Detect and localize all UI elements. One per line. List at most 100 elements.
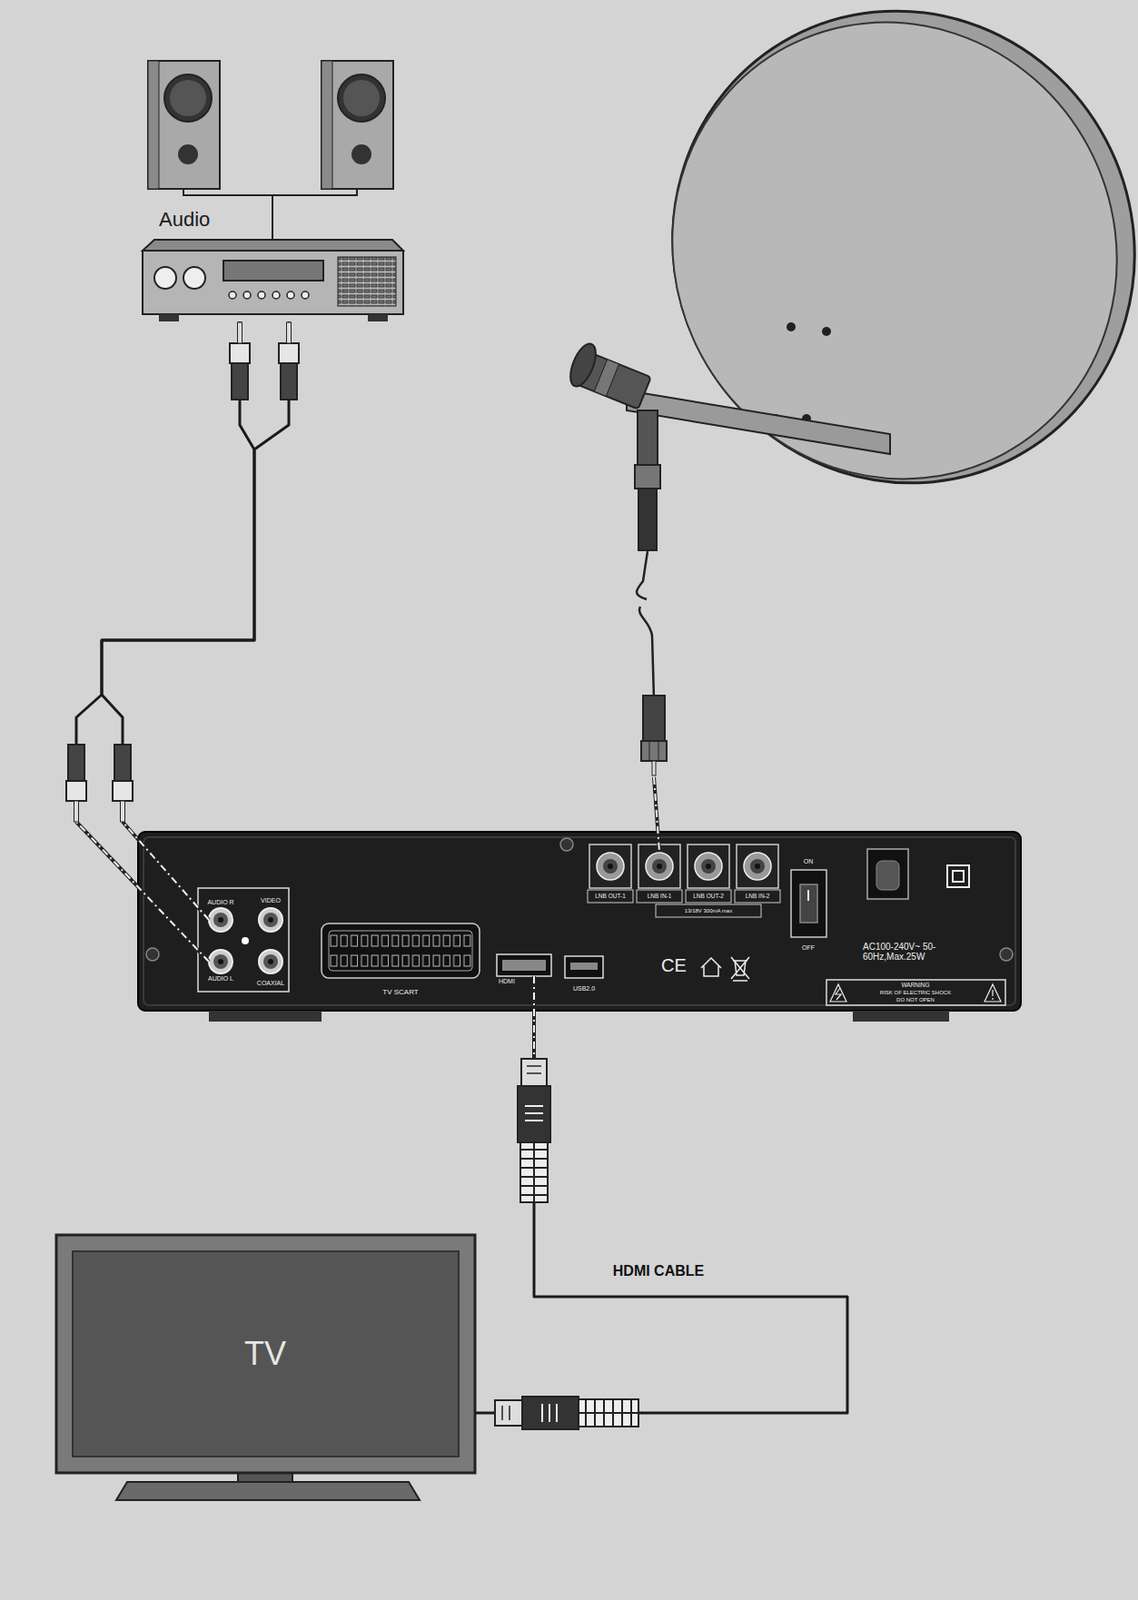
panel-label: VIDEO <box>260 897 281 904</box>
satellite-dish-part <box>592 0 1138 558</box>
receiver-body-part <box>867 849 909 900</box>
receiver-body-part <box>146 838 1013 961</box>
plug-guide-underlay <box>532 976 536 1059</box>
amplifier-part-part <box>243 291 251 299</box>
receiver-body-part <box>564 956 604 979</box>
panel-label: LNB OUT-1 <box>594 893 626 901</box>
satellite-dish-part-part <box>821 326 832 337</box>
speakers-part <box>321 60 333 189</box>
rca-jacks-part <box>263 954 278 970</box>
lnb-ports-part <box>694 852 723 881</box>
lnb-ports <box>587 844 781 918</box>
hdmi-port: HDMI <box>496 954 552 977</box>
tv-box: TV <box>56 1235 475 1474</box>
lnb-ports-part <box>589 844 632 889</box>
receiver-body-part <box>852 1010 950 1022</box>
rca-jacks-part <box>267 959 274 965</box>
amplifier-box: Audio <box>142 239 404 322</box>
plugs-part <box>278 322 299 400</box>
plugs-part <box>66 744 87 822</box>
receiver-body-part <box>947 865 970 888</box>
plug-guide-line <box>122 821 209 921</box>
receiver-body-part <box>570 962 598 970</box>
lnb-ports-part <box>754 863 761 870</box>
plugs-part <box>517 1058 551 1203</box>
receiver-body-part <box>791 870 827 938</box>
amplifier-part <box>337 257 396 307</box>
node-text: AC100-240V~ 50-60Hz,Max.25W <box>862 941 965 962</box>
speakers-part <box>169 79 207 117</box>
lnb-ports-part <box>687 844 730 889</box>
lnb-ports-part <box>705 863 712 870</box>
satellite-dish-part <box>636 551 654 700</box>
satellite-dish-part <box>638 488 657 551</box>
rca-jack-port: AUDIO L <box>208 949 233 974</box>
speakers-part <box>337 74 386 122</box>
rca-jacks-part <box>241 937 249 945</box>
receiver-body-part <box>800 884 818 923</box>
rca-jacks-part <box>217 959 224 965</box>
receiver-body-part <box>984 984 1001 1002</box>
satellite-dish-part <box>589 0 1138 565</box>
amplifier-part <box>142 250 404 315</box>
plugs-part <box>229 322 250 400</box>
lnb-ports-part <box>603 859 618 874</box>
rca-jacks-part <box>208 949 233 974</box>
receiver-body-part-part <box>999 948 1013 961</box>
node-text: Audio <box>158 208 210 231</box>
satellite-dish-part <box>564 340 601 391</box>
plugs-part <box>653 777 660 852</box>
receiver-body-part <box>807 890 810 901</box>
rca-jacks-part <box>217 917 224 923</box>
receiver-body-part <box>701 958 722 977</box>
receiver-body-part <box>826 979 1006 1006</box>
lnb-ports-part-part <box>587 890 634 903</box>
lnb-ports-part <box>750 859 765 874</box>
lnb-ports-part <box>701 859 716 874</box>
plug-guide-line <box>76 821 209 962</box>
receiver-body <box>138 831 1021 1022</box>
cable-label: HDMI CABLE <box>609 1263 708 1280</box>
rca-jack-port: AUDIO R <box>208 908 233 932</box>
satellite-dish-part-part <box>786 322 796 332</box>
lnb-ports-part <box>607 863 614 870</box>
panel-label: RISK OF ELECTRIC SHOCK <box>880 989 951 996</box>
receiver-body-part <box>321 923 480 979</box>
lnb-ports-part <box>652 859 667 874</box>
panel-label: TV SCART <box>382 989 418 997</box>
speakers-part <box>351 144 372 165</box>
lnb-ports-part-part <box>734 890 781 903</box>
amplifier-part <box>183 267 206 289</box>
plugs-part <box>641 695 667 776</box>
rca-jacks-part <box>258 908 283 932</box>
receiver-body-part <box>952 870 964 882</box>
amplifier-part <box>154 267 177 289</box>
cable-line <box>474 1058 848 1414</box>
node-text: HDMI <box>498 978 515 986</box>
amplifier-part <box>142 239 404 251</box>
amplifier <box>142 239 404 322</box>
panel-label: CE <box>661 956 687 975</box>
cable-line <box>76 321 255 822</box>
receiver-body-part <box>496 954 552 977</box>
rca-jacks-part <box>213 954 228 970</box>
rca-jacks-part <box>267 917 274 923</box>
amplifier-part <box>158 314 179 322</box>
satellite-dish-part <box>771 322 832 424</box>
receiver-body-part <box>197 888 289 992</box>
amplifier-part <box>228 291 309 299</box>
television <box>56 1235 475 1501</box>
panel-label: DO NOT OPEN <box>896 997 935 1003</box>
amplifier-part <box>223 260 324 281</box>
panel-label: WARNING <box>900 982 930 990</box>
television-part <box>72 1251 459 1457</box>
lnb-ports-part <box>743 852 772 881</box>
satellite-dish-part <box>626 390 891 455</box>
rca-jacks-part <box>208 908 233 932</box>
cable-connector <box>76 321 255 962</box>
amplifier-part-part <box>286 291 295 299</box>
